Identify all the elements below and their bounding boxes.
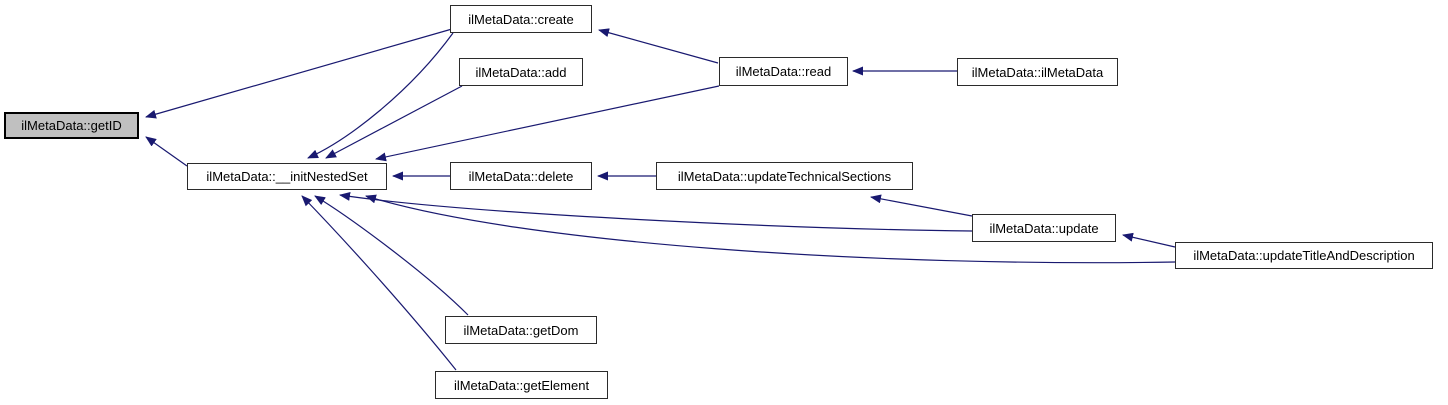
graph-node-getDom[interactable]: ilMetaData::getDom xyxy=(445,316,597,344)
graph-node-label: ilMetaData::getElement xyxy=(453,377,590,393)
graph-node-create[interactable]: ilMetaData::create xyxy=(450,5,592,33)
graph-node-label: ilMetaData::updateTitleAndDescription xyxy=(1193,248,1415,263)
graph-node-label: ilMetaData::read xyxy=(735,64,832,79)
graph-node-update[interactable]: ilMetaData::update xyxy=(972,214,1116,242)
graph-node-label: ilMetaData::updateTechnicalSections xyxy=(677,168,892,184)
edge-update-to-initNestedSet xyxy=(339,192,973,232)
graph-node-getID: ilMetaData::getID xyxy=(4,112,139,139)
graph-node-label: ilMetaData::delete xyxy=(468,168,574,184)
graph-node-add[interactable]: ilMetaData::add xyxy=(459,58,583,86)
edge-create-to-initNestedSet xyxy=(307,32,454,159)
graph-node-updateTitleAndDescription[interactable]: ilMetaData::updateTitleAndDescription xyxy=(1175,242,1433,269)
edge-initNestedSet-to-getID xyxy=(145,136,188,167)
edge-getDom-to-initNestedSet xyxy=(314,195,469,316)
graph-node-label: ilMetaData::create xyxy=(468,11,574,27)
graph-node-delete[interactable]: ilMetaData::delete xyxy=(450,162,592,190)
graph-node-initNestedSet[interactable]: ilMetaData::__initNestedSet xyxy=(187,163,387,190)
graph-node-label: ilMetaData::__initNestedSet xyxy=(206,169,368,184)
edge-update-to-updateTechnicalSections xyxy=(870,194,973,217)
graph-node-label: ilMetaData::add xyxy=(475,64,567,80)
edge-updateTitleAndDescription-to-initNestedSet xyxy=(365,194,1176,264)
graph-node-getElement[interactable]: ilMetaData::getElement xyxy=(435,371,608,399)
edge-create-to-getID xyxy=(145,28,453,119)
graph-node-label: ilMetaData::ilMetaData xyxy=(971,64,1104,80)
edge-updateTitleAndDescription-to-update xyxy=(1122,232,1176,248)
edge-read-to-initNestedSet xyxy=(375,85,720,162)
graph-node-updateTechnicalSections[interactable]: ilMetaData::updateTechnicalSections xyxy=(656,162,913,190)
graph-node-label: ilMetaData::getID xyxy=(21,118,122,133)
graph-node-read[interactable]: ilMetaData::read xyxy=(719,57,848,86)
graph-node-label: ilMetaData::getDom xyxy=(463,322,579,338)
edge-add-to-initNestedSet xyxy=(325,85,463,159)
edge-getElement-to-initNestedSet xyxy=(301,195,457,371)
edges-group xyxy=(145,28,1176,371)
graph-node-ilMetaData[interactable]: ilMetaData::ilMetaData xyxy=(957,58,1118,86)
edge-read-to-create xyxy=(598,28,719,64)
graph-node-label: ilMetaData::update xyxy=(989,220,1099,236)
